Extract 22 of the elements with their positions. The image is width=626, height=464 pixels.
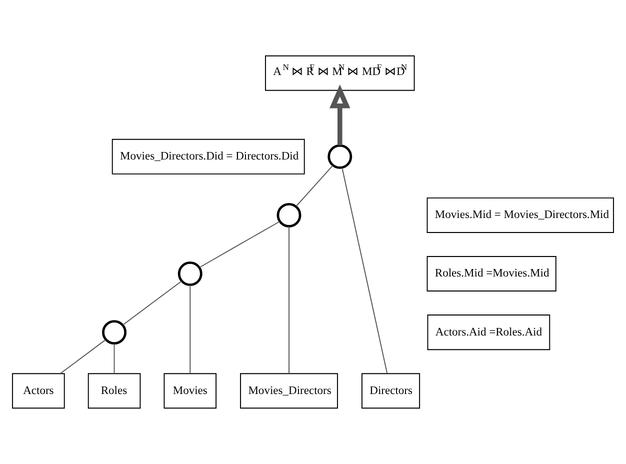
node-circle (102, 320, 127, 345)
node-box: Actors.Aid =Roles.Aid (427, 314, 550, 350)
node-box: Directors (361, 373, 420, 409)
connector (114, 343, 115, 374)
connector (190, 284, 191, 374)
node-box: Roles.Mid =Movies.Mid (426, 256, 556, 292)
node-box: Roles (88, 373, 141, 409)
connector (199, 221, 280, 268)
node-circle (178, 262, 202, 286)
connector (122, 280, 182, 326)
connector (296, 164, 334, 207)
connector (288, 226, 290, 374)
node-circle (276, 202, 302, 228)
connector (342, 167, 388, 374)
node-box: Movies (164, 373, 217, 409)
connector (60, 339, 106, 374)
node-box: Actors (12, 373, 65, 409)
node-box: Movies.Mid = Movies_Directors.Mid (426, 197, 614, 233)
node-circle (328, 144, 352, 169)
node-box: Movies_Directors (240, 373, 338, 409)
arrow (330, 84, 350, 146)
node-box: Movies_Directors.Did = Directors.Did (112, 138, 305, 174)
